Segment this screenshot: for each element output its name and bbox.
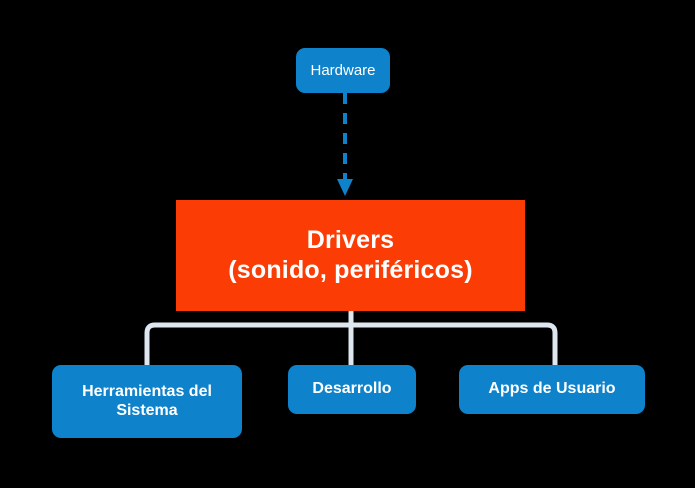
node-herramientas-label-line2: Sistema [116, 401, 178, 419]
edge-drivers-to-children [144, 311, 558, 365]
node-hardware[interactable]: Hardware [296, 48, 390, 93]
node-drivers-label-line1: Drivers [306, 226, 395, 254]
node-desarrollo[interactable]: Desarrollo [288, 365, 416, 414]
node-herramientas-label-line1: Herramientas del [82, 382, 212, 400]
node-drivers[interactable]: Drivers (sonido, periféricos) [176, 200, 525, 311]
node-drivers-label: Drivers (sonido, periféricos) [228, 226, 473, 285]
node-apps-de-usuario[interactable]: Apps de Usuario [459, 365, 645, 414]
bracket-bar [144, 322, 558, 365]
node-herramientas-label: Herramientas del Sistema [82, 383, 212, 421]
node-desarrollo-label: Desarrollo [312, 380, 392, 398]
node-herramientas-del-sistema[interactable]: Herramientas del Sistema [52, 365, 242, 438]
node-apps-label: Apps de Usuario [488, 380, 616, 398]
edge-hardware-to-drivers [337, 93, 353, 196]
arrowhead-down-icon [337, 179, 353, 196]
node-drivers-label-line2: (sonido, periféricos) [228, 255, 473, 284]
node-hardware-label: Hardware [310, 61, 376, 79]
